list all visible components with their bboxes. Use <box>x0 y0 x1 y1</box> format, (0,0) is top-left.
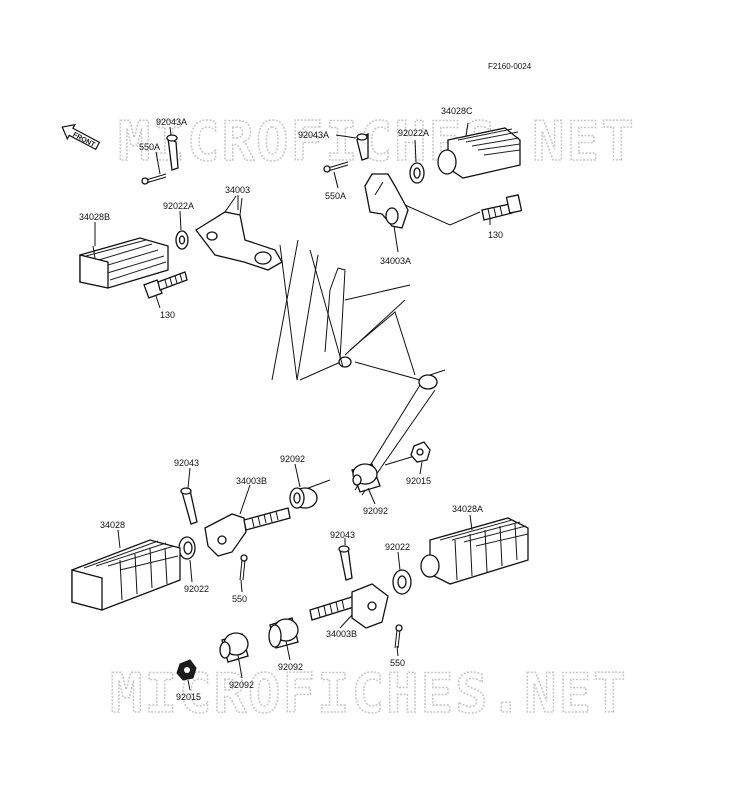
bushing-92092-bottom-left <box>219 632 249 663</box>
callout-92043a-upper-right: 92043A <box>298 130 329 140</box>
callout-34003b-left: 34003B <box>236 476 267 486</box>
bracket-34003 <box>195 195 283 271</box>
bushing-92092-mid <box>289 487 318 509</box>
callout-130-left: 130 <box>160 310 175 320</box>
pin-92043a-right <box>356 132 369 161</box>
callout-130-right: 130 <box>488 230 503 240</box>
footpeg-34028 <box>71 529 181 611</box>
callout-34028c: 34028C <box>441 106 473 116</box>
bracket-34003b-right <box>309 583 389 629</box>
callout-92092-right-mid: 92092 <box>363 506 388 516</box>
bolt-130-left <box>143 271 188 299</box>
washer-92022a-left <box>175 230 189 250</box>
front-arrow-icon: FRONT <box>61 123 101 151</box>
callout-92043a-upper-left: 92043A <box>156 117 187 127</box>
callout-92043-right: 92043 <box>330 530 355 540</box>
callout-34003: 34003 <box>225 185 250 195</box>
cotter-pin-550-left <box>239 554 248 581</box>
callout-34028: 34028 <box>100 520 125 530</box>
bracket-34003a <box>364 173 409 229</box>
cotter-pin-550-right <box>394 624 403 649</box>
callout-labels: 92043A 550A 34003 92022A 34028B 130 9204… <box>79 106 503 702</box>
callout-92015-right: 92015 <box>406 476 431 486</box>
cotter-pin-550a-left <box>141 173 167 185</box>
callout-92022-right: 92022 <box>385 542 410 552</box>
callout-550-left: 550 <box>232 594 247 604</box>
callout-92092-mid: 92092 <box>280 454 305 464</box>
watermark-top: MICROFICHES.NET <box>118 110 636 173</box>
watermark-bottom: MICROFICHES.NET <box>110 662 628 725</box>
callout-34003b-right: 34003B <box>326 629 357 639</box>
callout-550a-upper-left: 550A <box>139 142 160 152</box>
footpeg-34028a <box>420 514 529 585</box>
callout-92092-bottom-right: 92092 <box>278 662 303 672</box>
washer-92022-left <box>178 536 196 560</box>
bushing-92092-bottom-right <box>268 617 299 649</box>
pin-92043a-left <box>166 134 179 171</box>
nut-92015-right <box>410 441 431 463</box>
cotter-pin-550a-right <box>323 161 349 173</box>
callout-550a-upper-right: 550A <box>325 191 346 201</box>
callout-34003a: 34003A <box>380 256 411 266</box>
callout-92015-left: 92015 <box>176 692 201 702</box>
footpeg-34028b <box>79 237 169 289</box>
callout-92092-bottom-left: 92092 <box>229 680 254 690</box>
washer-92022-right <box>392 551 412 595</box>
pin-92043-right <box>338 545 353 581</box>
bushing-92092-right-mid <box>351 463 381 493</box>
callout-92022a-right: 92022A <box>398 128 429 138</box>
callout-34028a: 34028A <box>452 504 483 514</box>
callout-92022-left: 92022 <box>184 584 209 594</box>
footpeg-34028c <box>437 122 521 179</box>
bracket-34003b-left <box>204 507 291 557</box>
nut-92015-left <box>176 659 197 681</box>
callout-550-right: 550 <box>390 658 405 668</box>
bolt-130-right <box>481 194 523 221</box>
pin-92043-left <box>180 487 198 525</box>
callout-34028b: 34028B <box>79 212 110 222</box>
callout-92022a-left: 92022A <box>163 201 194 211</box>
callout-92043-left: 92043 <box>174 458 199 468</box>
figure-code: F2160-0024 <box>488 62 532 71</box>
washer-92022a-right <box>409 139 425 184</box>
leader-lines <box>94 126 491 691</box>
